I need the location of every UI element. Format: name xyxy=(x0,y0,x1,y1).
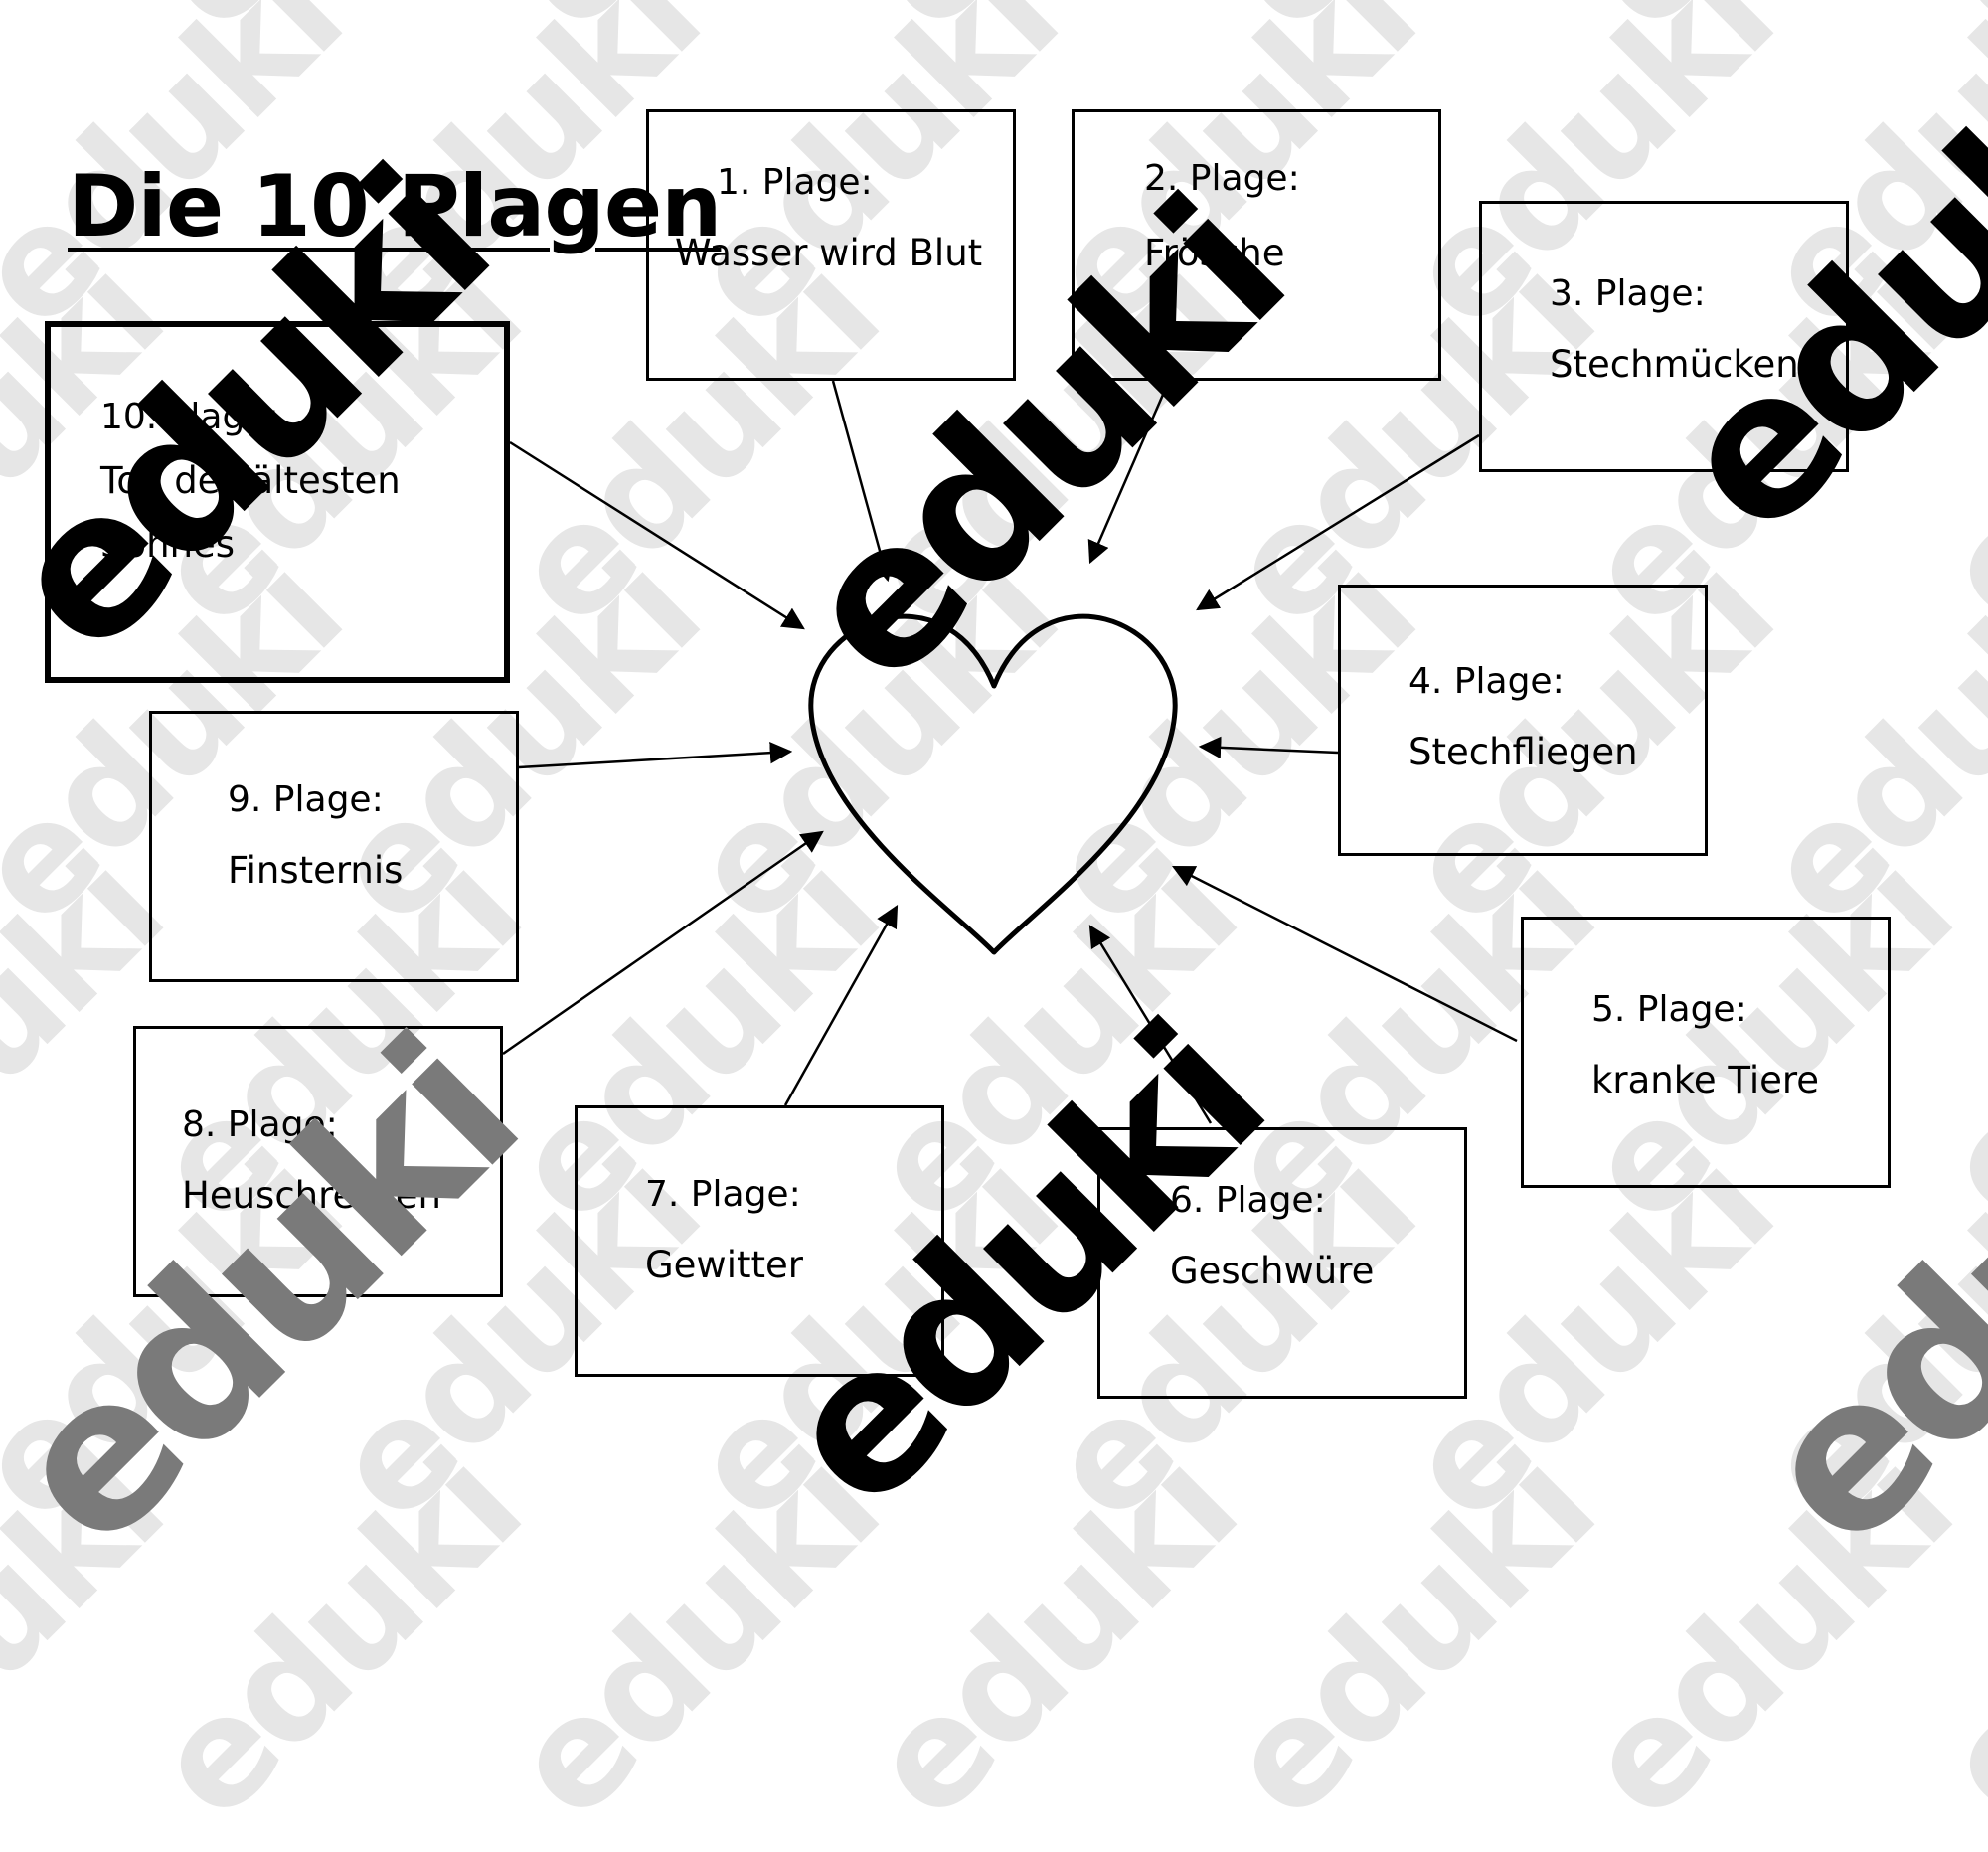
plague-name: Stechmücken xyxy=(1550,343,1799,386)
plague-number-label: 9. Plage: xyxy=(228,779,384,820)
plague-box-9: 9. Plage: Finsternis xyxy=(149,711,519,982)
plague-number-label: 5. Plage: xyxy=(1591,989,1747,1030)
plague-number-label: 1. Plage: xyxy=(717,162,873,203)
arrow-4 xyxy=(1198,736,1339,759)
plague-box-1: 1. Plage: Wasser wird Blut xyxy=(646,109,1016,381)
arrow-9 xyxy=(518,741,793,769)
arrow-3 xyxy=(1196,433,1480,611)
plague-name: Gewitter xyxy=(645,1244,803,1286)
arrows-group xyxy=(502,380,1518,1124)
watermark-tile: eduki xyxy=(1910,1422,1988,1852)
plague-name: Finsternis xyxy=(228,849,404,892)
plague-name: Heuschrecken xyxy=(182,1174,441,1217)
mind-map-diagram xyxy=(502,380,1518,1124)
watermark-tile: eduki xyxy=(837,1422,1267,1852)
arrow-6 xyxy=(1088,925,1213,1124)
plague-number-label: 3. Plage: xyxy=(1550,273,1706,314)
watermark-tile: eduki xyxy=(1553,1422,1983,1852)
plague-name: Frösche xyxy=(1144,232,1285,274)
arrow-5 xyxy=(1171,865,1518,1043)
plague-number-label: 2. Plage: xyxy=(1144,158,1300,199)
plague-box-7: 7. Plage: Gewitter xyxy=(575,1105,944,1377)
plague-box-10: 10. Plage: Tod des ältesten Sohnes xyxy=(45,321,510,683)
plague-box-5: 5. Plage: kranke Tiere xyxy=(1521,917,1891,1188)
plague-name: Stechfliegen xyxy=(1408,731,1638,773)
plague-box-2: 2. Plage: Frösche xyxy=(1072,109,1441,381)
arrow-10 xyxy=(509,440,805,630)
plague-number-label: 10. Plage: xyxy=(100,397,279,437)
plague-name: Geschwüre xyxy=(1170,1250,1375,1292)
watermark-tile: eduki xyxy=(121,1422,552,1852)
arrow-7 xyxy=(783,905,899,1106)
plague-box-6: 6. Plage: Geschwüre xyxy=(1097,1127,1467,1399)
plague-name: Tod des ältesten Sohnes xyxy=(100,459,401,566)
watermark-tile: eduki xyxy=(1195,1422,1625,1852)
plague-number-label: 7. Plage: xyxy=(645,1174,801,1215)
arrow-1 xyxy=(831,380,894,583)
page-title: Die 10 Plagen xyxy=(68,156,722,256)
arrow-8 xyxy=(502,830,824,1056)
watermark-tile: eduki xyxy=(479,1422,910,1852)
plague-number-label: 6. Plage: xyxy=(1170,1180,1326,1221)
plague-name: Wasser wird Blut xyxy=(675,232,983,274)
plague-name: kranke Tiere xyxy=(1591,1059,1820,1101)
heart-icon xyxy=(808,613,1178,955)
plague-box-8: 8. Plage: Heuschrecken xyxy=(133,1026,503,1297)
plague-number-label: 4. Plage: xyxy=(1408,661,1565,702)
plague-number-label: 8. Plage: xyxy=(182,1104,338,1145)
watermark-tile: eduki xyxy=(0,1422,194,1852)
arrow-2 xyxy=(1087,380,1171,565)
plague-box-4: 4. Plage: Stechfliegen xyxy=(1338,585,1708,856)
plague-box-3: 3. Plage: Stechmücken xyxy=(1479,201,1849,472)
